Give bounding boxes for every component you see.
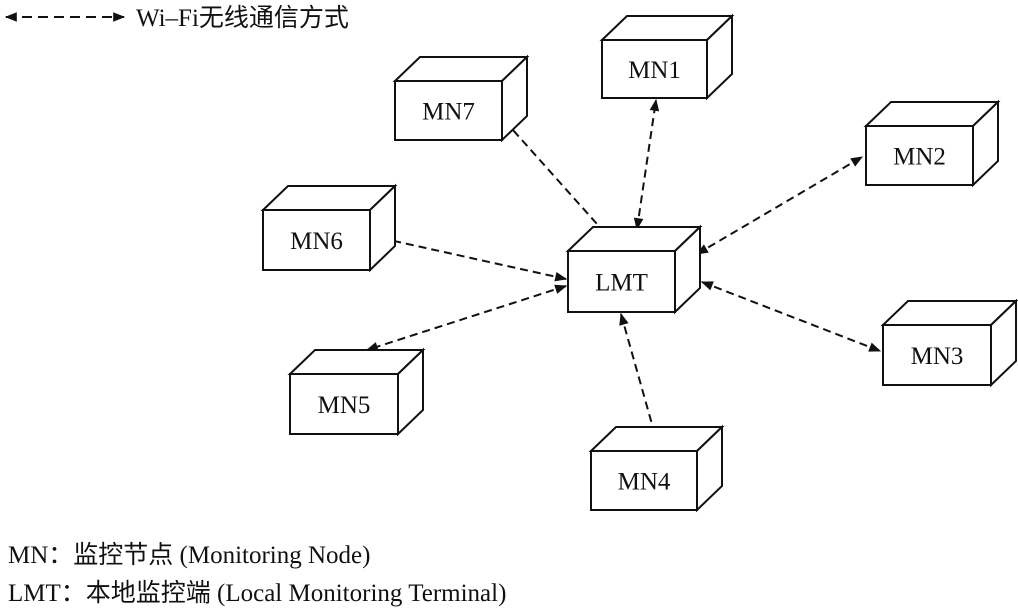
link-lmt-mn1 [633, 98, 660, 231]
box-mn2-front [865, 125, 974, 186]
box-mn4-front [590, 450, 698, 511]
box-mn3-front [882, 324, 992, 386]
box-mn1: MN1 [599, 13, 735, 101]
link-lmt-mn7 [503, 119, 615, 244]
box-mn2: MN2 [863, 99, 1001, 188]
box-mn2-label: MN2 [893, 144, 946, 171]
box-mn6-front [262, 209, 371, 271]
box-mn6: MN6 [260, 183, 398, 273]
box-mn4-label: MN4 [618, 469, 671, 496]
link-lmt-mn6 [374, 234, 568, 282]
box-mn7-front [394, 80, 503, 141]
box-mn1-front [601, 39, 708, 99]
box-lmt-label: LMT [595, 270, 648, 297]
box-mn7-label: MN7 [422, 99, 475, 126]
box-mn6-label: MN6 [290, 228, 343, 255]
box-mn5-front [289, 373, 399, 435]
box-mn5: MN5 [287, 347, 426, 437]
caption-mn-definition: MN：监控节点 (Monitoring Node) [8, 542, 371, 569]
legend-label: Wi–Fi无线通信方式 [136, 4, 349, 32]
box-mn3: MN3 [880, 298, 1018, 388]
box-lmt-front [567, 250, 676, 313]
caption-lmt-definition: LMT：本地监控端 (Local Monitoring Terminal) [8, 580, 507, 607]
link-lmt-mn2 [695, 156, 864, 255]
link-lmt-mn4 [619, 312, 659, 444]
box-mn5-label: MN5 [318, 392, 371, 419]
box-mn7: MN7 [392, 54, 530, 143]
link-lmt-mn3 [700, 281, 882, 352]
box-mn3-label: MN3 [911, 343, 964, 370]
box-mn1-label: MN1 [628, 57, 681, 84]
box-lmt: LMT [565, 224, 703, 315]
links-layer [365, 98, 882, 444]
box-mn4: MN4 [588, 424, 725, 513]
link-lmt-mn5 [365, 284, 568, 352]
legend: Wi–Fi无线通信方式 [4, 4, 349, 32]
